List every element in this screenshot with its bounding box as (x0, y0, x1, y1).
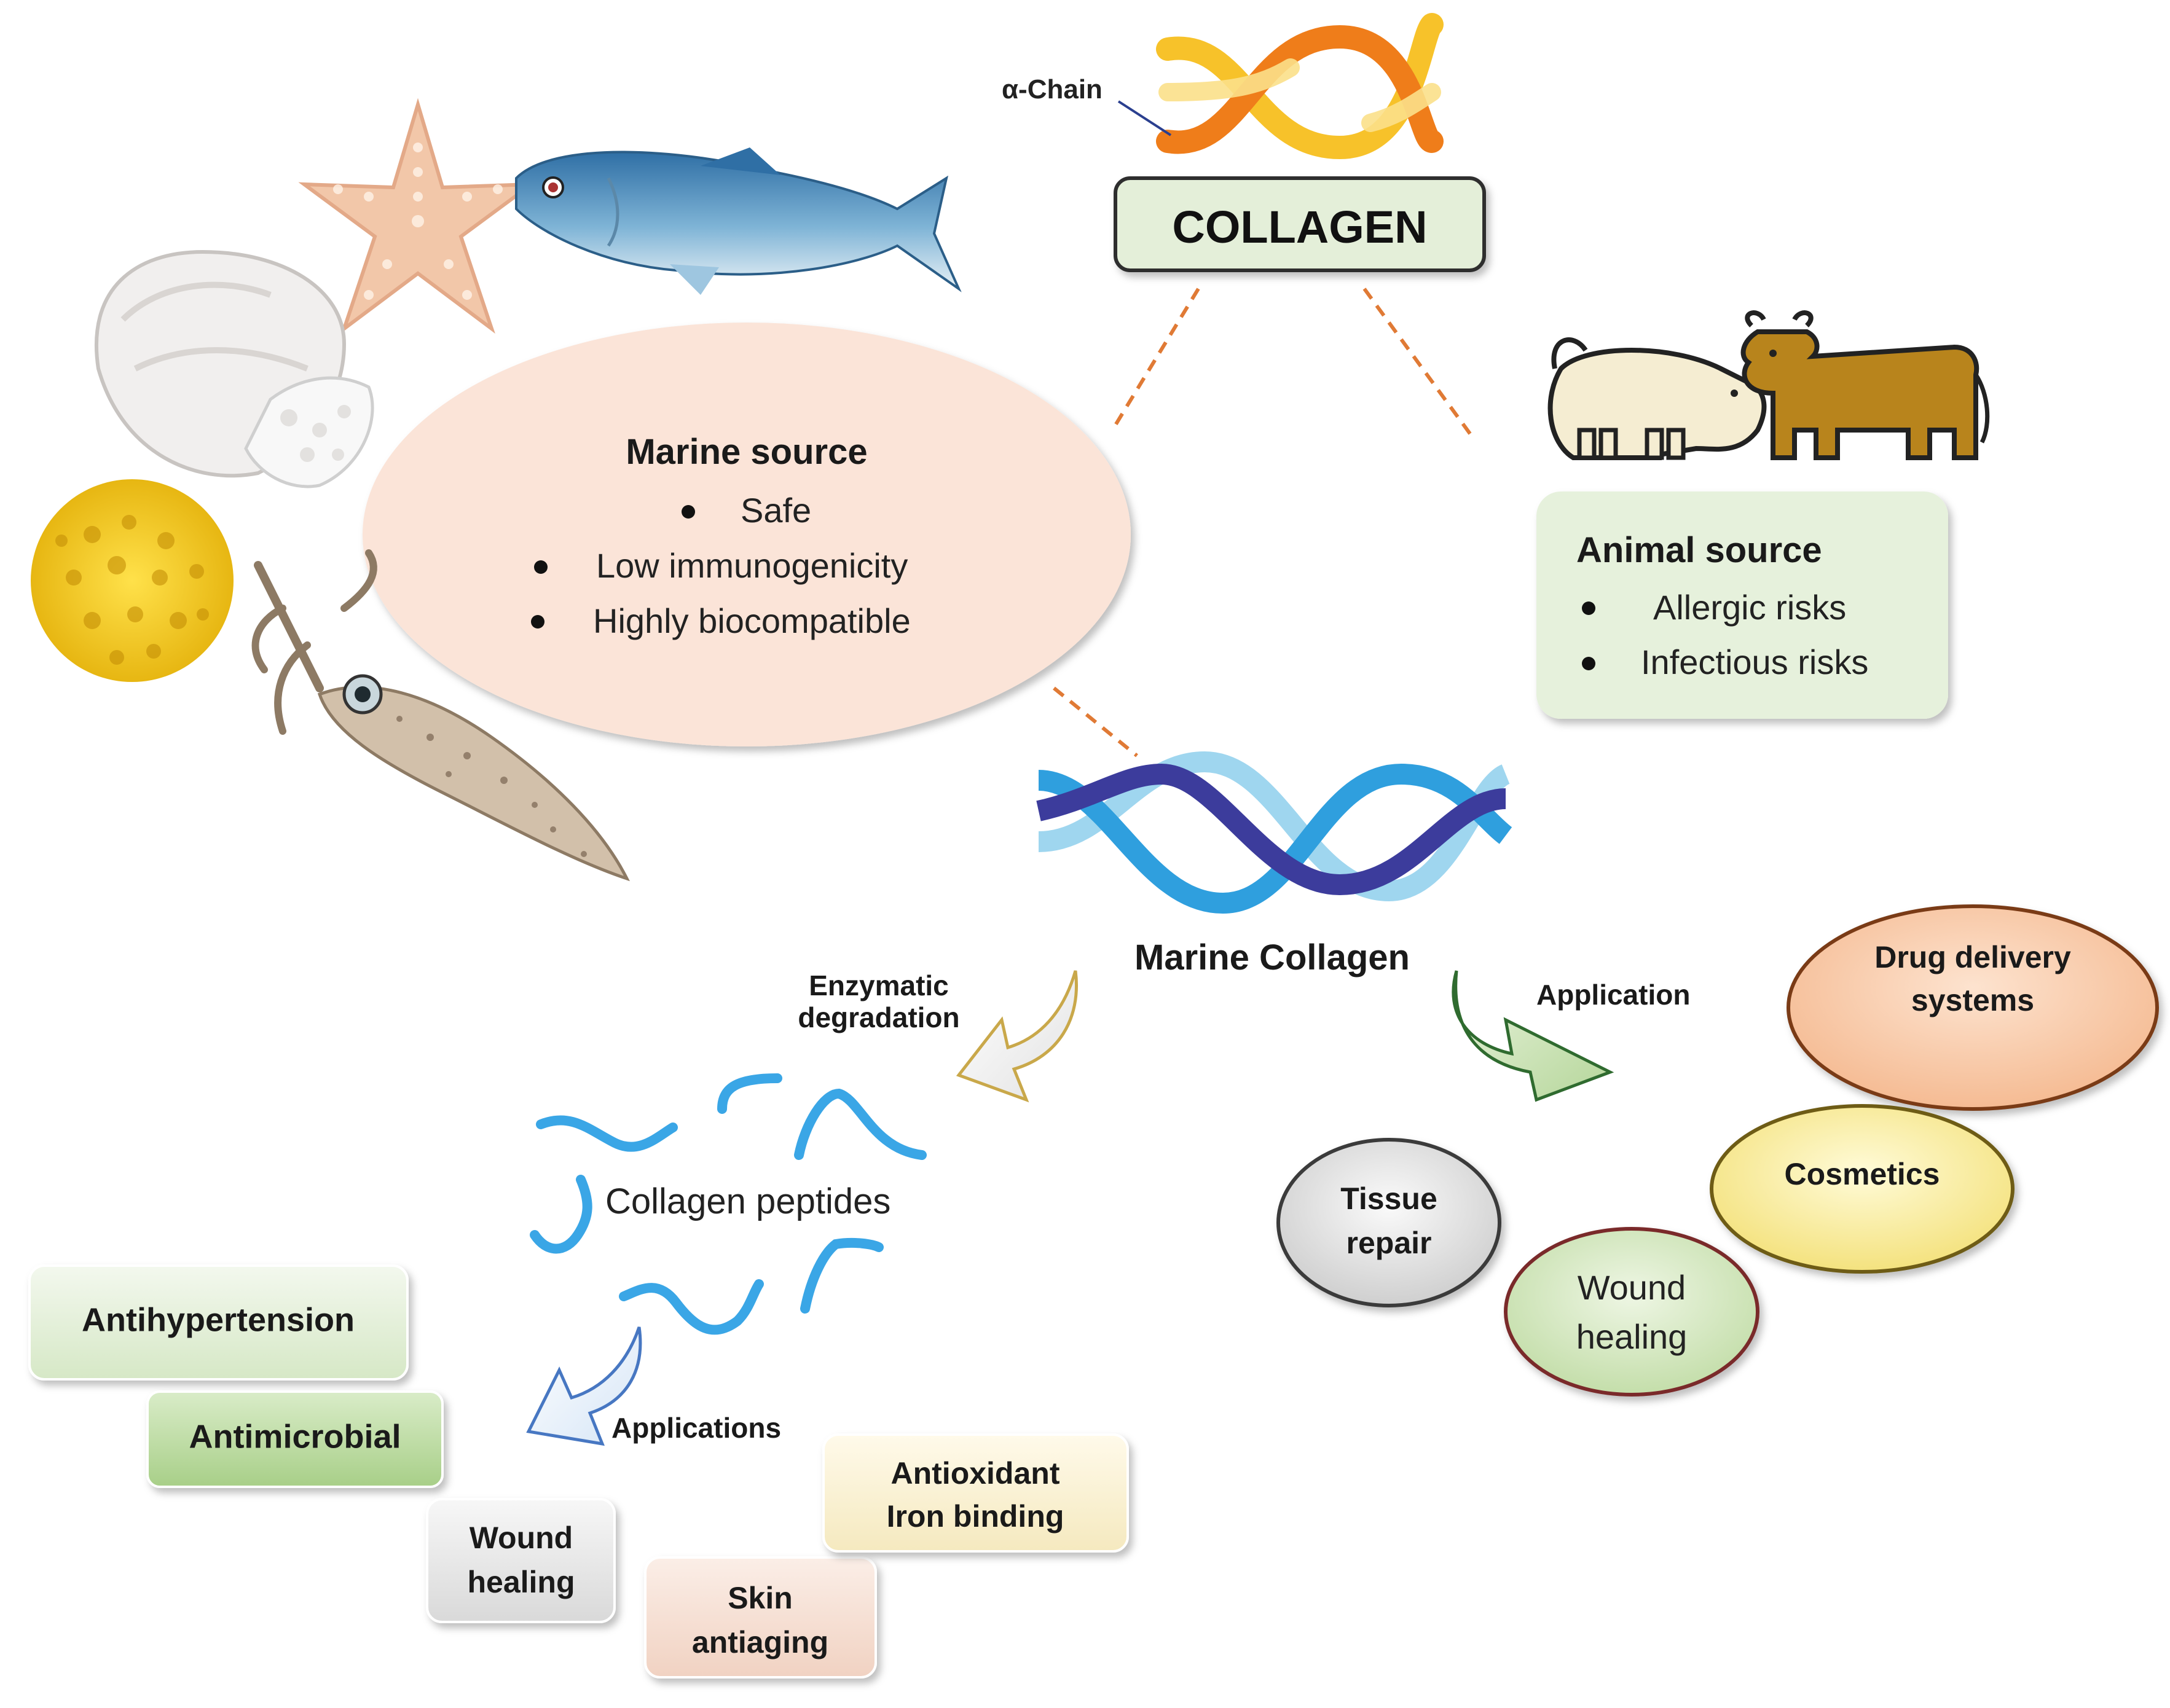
collagen-wound-healing-line2: healing (1576, 1317, 1688, 1356)
animal-source-item: Infectious risks (1641, 643, 1868, 681)
drug-delivery-line1: Drug delivery (1874, 940, 2071, 974)
marine-source-item: Highly biocompatible (593, 601, 911, 640)
marine-source-item: Low immunogenicity (596, 546, 908, 585)
tissue-repair-ellipse (1276, 1138, 1501, 1307)
cosmetics-label: Cosmetics (1785, 1157, 1940, 1191)
drug-delivery-ellipse (1787, 904, 2159, 1111)
drug-delivery-line2: systems (1911, 983, 2034, 1017)
enzymatic-label-line2: degradation (798, 1001, 959, 1033)
tissue-repair-line1: Tissue (1340, 1181, 1437, 1216)
sea-sponge-icon (31, 479, 234, 682)
peptide-wound-healing-line2: healing (467, 1565, 575, 1599)
squid-icon (251, 549, 630, 882)
marine-source-ellipse (363, 323, 1131, 746)
pig-icon (1547, 337, 1767, 460)
skin-antiaging-line1: Skin (728, 1581, 793, 1615)
animal-source-box (1536, 492, 1948, 719)
antihypertension-label: Antihypertension (82, 1301, 355, 1338)
enzymatic-arrow-icon (956, 970, 1078, 1103)
marine-collagen-label: Marine Collagen (1134, 938, 1410, 977)
peptide-fragments-icon (530, 1073, 927, 1335)
collagen-title-box (1114, 176, 1486, 272)
marine-source-item: Safe (741, 491, 811, 530)
applications-label: Applications (611, 1412, 781, 1444)
skin-antiaging-line2: antiaging (692, 1625, 828, 1659)
antimicrobial-box (146, 1390, 444, 1488)
cosmetics-ellipse (1710, 1104, 2015, 1274)
skin-antiaging-box (644, 1556, 877, 1679)
animal-source-title: Animal source (1576, 530, 1822, 570)
collagen-wound-healing-ellipse (1504, 1227, 1759, 1397)
alpha-chain-label: α-Chain (1002, 74, 1103, 104)
peptide-wound-healing-line1: Wound (470, 1521, 573, 1555)
jellyfish-icon (94, 249, 374, 488)
starfish-icon (298, 98, 538, 334)
collagen-wound-healing-line1: Wound (1578, 1268, 1686, 1307)
peptide-wound-healing-box (426, 1498, 616, 1623)
animal-source-item: Allergic risks (1653, 588, 1846, 627)
cow-icon (1740, 310, 1990, 460)
antioxidant-line2: Iron binding (887, 1499, 1064, 1534)
antihypertension-box (28, 1264, 409, 1381)
collagen-peptides-label: Collagen peptides (605, 1181, 890, 1221)
fish-icon (515, 147, 962, 295)
collagen-title: COLLAGEN (1172, 202, 1427, 253)
dashed-connectors (1053, 288, 1474, 758)
animal-source-list: Allergic risks Infectious risks (1582, 588, 1868, 681)
alpha-chain-helix-icon (1156, 13, 1444, 160)
antioxidant-box (822, 1433, 1129, 1553)
alpha-chain-pointer (1117, 100, 1172, 136)
antimicrobial-label: Antimicrobial (189, 1418, 401, 1455)
marine-source-list: Safe Low immunogenicity Highly biocompat… (531, 491, 911, 640)
tissue-repair-line2: repair (1346, 1226, 1432, 1260)
antioxidant-line1: Antioxidant (891, 1456, 1060, 1491)
marine-source-title: Marine source (626, 432, 867, 472)
applications-arrow-icon (526, 1326, 642, 1446)
enzymatic-label-line1: Enzymatic (809, 970, 949, 1001)
application-arrow-icon (1452, 970, 1614, 1102)
application-label: Application (1536, 979, 1690, 1011)
marine-collagen-helix-icon (1036, 751, 1512, 914)
